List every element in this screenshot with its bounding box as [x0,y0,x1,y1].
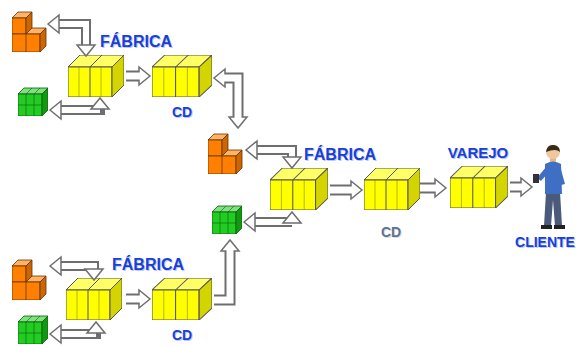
factory-boxes [68,55,124,97]
supply-station: FÁBRICA [8,254,126,344]
raw-material-stack [208,134,242,174]
station-label: FÁBRICA [304,146,376,164]
warehouse-boxes [152,278,212,320]
component-stack [18,316,48,344]
supply-station: FÁBRICA [8,8,126,120]
station-label: CD [172,104,192,120]
supply-station: FÁBRICA [204,128,330,240]
flow-arrow [126,290,150,308]
retail-boxes [450,166,508,208]
component-stack [18,88,48,116]
supply-station: CD [362,166,420,244]
raw-material-stack [12,12,46,52]
supply-station: CD [150,52,214,122]
warehouse-boxes [364,168,420,210]
flow-arrow [214,69,247,128]
supply-arrow [50,322,105,343]
station-label: CD [381,224,401,240]
supply-arrow [244,212,301,231]
station-label: CD [172,327,192,343]
supply-arrow [50,98,109,119]
station-label: FÁBRICA [112,256,184,274]
supply-arrow [50,257,103,280]
flow-arrow [420,179,446,197]
flow-arrow [330,181,362,199]
station-label: FÁBRICA [100,33,172,51]
flow-arrow [214,240,239,300]
supply-station: VAREJO [446,144,510,210]
factory-boxes [66,278,122,320]
supply-station: CLIENTE [532,142,576,254]
warehouse-boxes [152,55,212,97]
customer-figure [533,145,565,229]
flow-arrow [510,178,532,196]
raw-material-stack [12,260,46,300]
supply-arrow [48,15,95,56]
factory-boxes [270,168,328,210]
flow-arrow [126,67,150,85]
supply-station: CD [150,272,214,346]
station-label: CLIENTE [515,234,575,250]
supply-arrow [246,141,301,168]
station-label: VAREJO [448,144,509,161]
component-stack [212,206,242,234]
